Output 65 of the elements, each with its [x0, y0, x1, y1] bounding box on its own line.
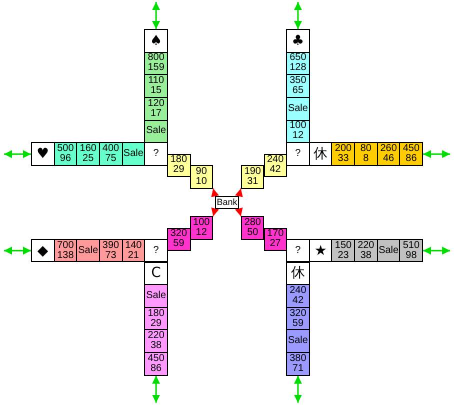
board-square: Sale	[376, 238, 400, 262]
board-square: 休	[308, 142, 332, 166]
board-square: 休	[286, 262, 310, 286]
board-square: 220 38	[144, 329, 168, 354]
board-square: ?	[286, 238, 310, 262]
board-square: 650 128	[286, 52, 310, 76]
board-square: 320 59	[166, 228, 191, 252]
arrow	[4, 246, 31, 255]
board-square: 180 29	[166, 154, 191, 178]
board-square: 170 27	[264, 228, 288, 252]
board-square: 390 73	[98, 238, 123, 262]
arrow	[211, 188, 219, 198]
board-square: 150 23	[331, 238, 356, 262]
board-square: 110 15	[144, 74, 168, 98]
board-square: 100 12	[190, 216, 214, 240]
board-square: 220 38	[354, 238, 378, 262]
arrow	[234, 207, 243, 216]
board-square: 450 86	[399, 142, 424, 166]
board-square: 240 42	[264, 154, 288, 178]
board-square: ◆	[31, 238, 55, 262]
arrow	[4, 150, 31, 158]
board-square: 90 10	[190, 164, 214, 189]
bank-square: Bank	[215, 196, 239, 209]
board-square: 180 29	[144, 306, 168, 330]
board-square: ★	[308, 238, 332, 262]
board-square: Sale	[286, 96, 310, 121]
board-square: 160 25	[76, 142, 100, 166]
board-square: 450 86	[144, 352, 168, 376]
arrow	[152, 376, 160, 403]
board-square: ♣	[286, 29, 310, 53]
board-square: 320 59	[286, 306, 310, 330]
board-square: 800 159	[144, 52, 168, 76]
board-square: ♥	[31, 142, 55, 166]
board-square: ?	[144, 238, 168, 262]
board-square: 190 31	[240, 164, 264, 189]
board-square: 380 71	[286, 352, 310, 376]
board-square: 280 50	[240, 216, 264, 240]
board-square: 240 42	[286, 284, 310, 308]
board-square: 400 75	[98, 142, 123, 166]
arrow	[423, 246, 450, 255]
board-square: ♠	[144, 29, 168, 53]
board-square: 120 17	[144, 96, 168, 121]
board-square: 100 12	[286, 120, 310, 144]
board-square: 80 8	[354, 142, 378, 166]
board-square: 700 138	[54, 238, 78, 262]
arrow	[423, 150, 450, 158]
board-square: 260 46	[376, 142, 400, 166]
board-square: 350 65	[286, 74, 310, 98]
board-square: 140 21	[122, 238, 146, 262]
board-square: Sale	[286, 329, 310, 354]
arrow	[294, 376, 302, 403]
board-square: Sale	[122, 142, 146, 166]
board-square: Sale	[144, 120, 168, 144]
board-square: Sale	[144, 284, 168, 308]
board-square: 500 96	[54, 142, 78, 166]
arrow	[211, 207, 220, 216]
board-square: C	[144, 262, 168, 286]
board-square: 200 33	[331, 142, 356, 166]
arrow	[235, 188, 243, 198]
arrow	[294, 2, 302, 29]
board-square: Sale	[76, 238, 100, 262]
board-square: ?	[144, 142, 168, 166]
arrow	[152, 2, 160, 29]
board-square: 510 98	[399, 238, 424, 262]
board-square: ?	[286, 142, 310, 166]
